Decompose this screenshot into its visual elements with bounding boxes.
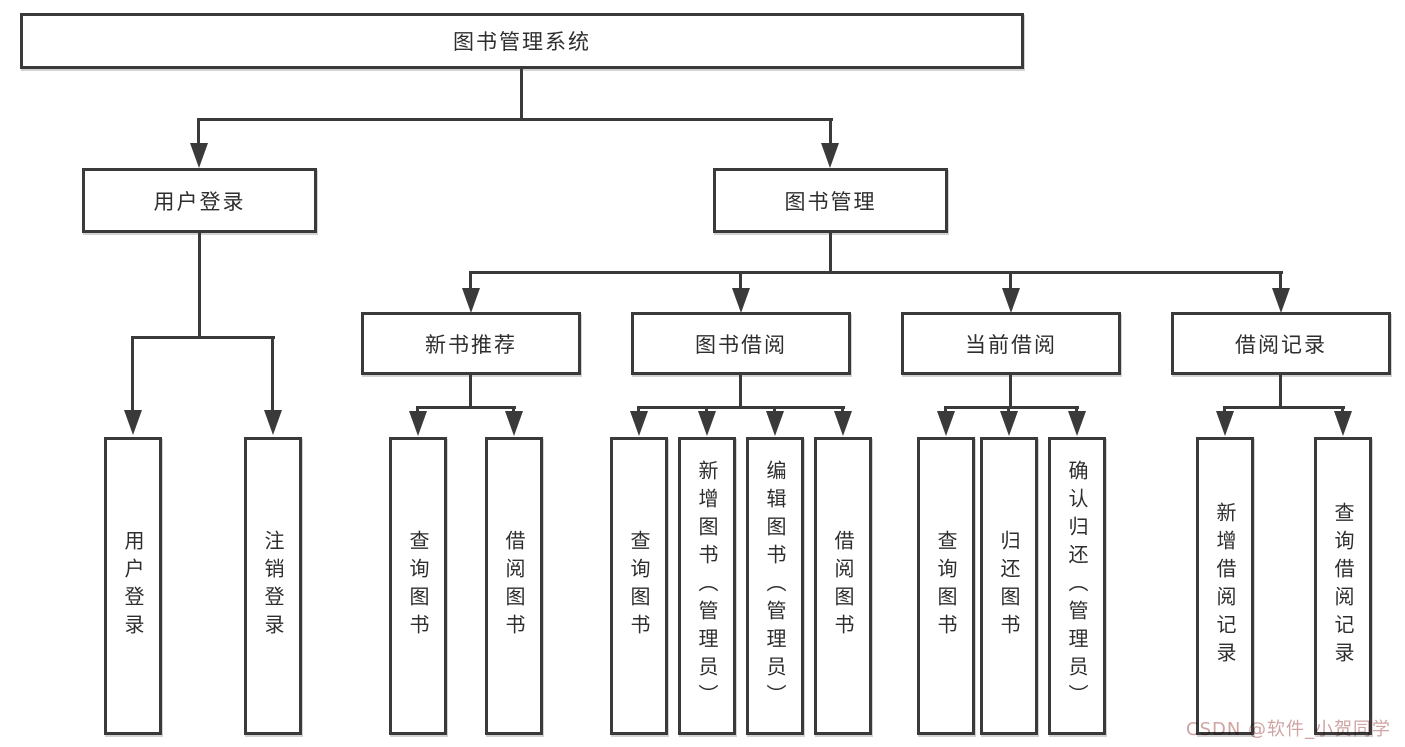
leaf-newbook-borrow-books: 借阅图书 [485,437,543,735]
down-arrow-icon [732,288,750,313]
node-new-book-recommendation: 新书推荐 [361,312,581,375]
connector-group-stem [1279,375,1282,409]
connector-root-stem [520,69,523,121]
node-borrowing-records: 借阅记录 [1171,312,1391,375]
node-label: 图书借阅 [695,332,787,357]
connector-group-bar [944,406,1079,409]
down-arrow-icon [505,411,523,436]
node-label: 用户登录 [153,189,246,214]
down-arrow-icon [1334,411,1352,436]
down-arrow-icon [834,411,852,436]
down-arrow-icon [821,143,839,168]
leaf-logout: 注销登录 [244,437,302,735]
leaf-label: 编辑图书（管理员） [763,460,787,712]
down-arrow-icon [1002,288,1020,313]
connector-level3-bar [469,271,1283,274]
connector-group-drop [739,271,742,289]
connector-group-bar [637,406,845,409]
down-arrow-icon [766,411,784,436]
leaf-current-return-books: 归还图书 [980,437,1038,735]
connector-leaf-drop [131,336,134,412]
down-arrow-icon [1272,288,1290,313]
down-arrow-icon [409,411,427,436]
connector-level2-bar [197,118,833,121]
leaf-label: 归还图书 [997,530,1021,642]
connector-leaf-drop [416,406,419,414]
connector-group-bar [416,406,516,409]
connector-leaf-drop [1007,406,1010,414]
leaf-current-query-books: 查询图书 [917,437,975,735]
connector-user-login-bar [131,336,275,339]
connector-user-login-drop [197,118,200,145]
leaf-label: 查询图书 [934,530,958,642]
down-arrow-icon [1216,411,1234,436]
connector-book-management-stem [829,233,832,274]
node-book-borrowing: 图书借阅 [631,312,851,375]
leaf-label: 查询借阅记录 [1331,502,1355,670]
leaf-label: 用户登录 [121,530,145,642]
connector-group-stem [739,375,742,409]
leaf-records-add-record: 新增借阅记录 [1196,437,1254,735]
connector-leaf-drop [773,406,776,414]
connector-leaf-drop [1223,406,1226,414]
leaf-label: 注销登录 [261,530,285,642]
leaf-label: 借阅图书 [502,530,526,642]
leaf-borrow-query-books: 查询图书 [610,437,668,735]
leaf-label: 查询图书 [627,530,651,642]
down-arrow-icon [937,411,955,436]
down-arrow-icon [630,411,648,436]
down-arrow-icon [1000,411,1018,436]
connector-group-drop [1279,271,1282,289]
down-arrow-icon [1068,411,1086,436]
csdn-watermark: CSDN @软件_小贺同学 [1186,719,1392,740]
connector-user-login-stem [198,233,201,339]
connector-leaf-drop [1075,406,1078,414]
leaf-label: 查询图书 [406,530,430,642]
connector-group-drop [469,271,472,289]
down-arrow-icon [264,410,282,435]
leaf-records-query-record: 查询借阅记录 [1314,437,1372,735]
node-label: 借阅记录 [1235,332,1327,357]
node-book-management: 图书管理 [713,168,948,233]
down-arrow-icon [190,143,208,168]
down-arrow-icon [124,410,142,435]
connector-book-management-drop [829,118,832,145]
connector-group-bar [1223,406,1345,409]
leaf-label: 借阅图书 [831,530,855,642]
leaf-newbook-query-books: 查询图书 [389,437,447,735]
connector-leaf-drop [637,406,640,414]
connector-leaf-drop [1341,406,1344,414]
node-current-borrowing: 当前借阅 [901,312,1121,375]
down-arrow-icon [698,411,716,436]
down-arrow-icon [462,288,480,313]
leaf-borrow-edit-books-admin: 编辑图书（管理员） [746,437,804,735]
leaf-current-confirm-return-admin: 确认归还（管理员） [1048,437,1106,735]
leaf-label: 新增借阅记录 [1213,502,1237,670]
connector-leaf-drop [271,336,274,412]
node-label: 图书管理 [784,189,877,214]
leaf-user-login: 用户登录 [104,437,162,735]
connector-group-stem [469,375,472,409]
leaf-borrow-borrow-books: 借阅图书 [814,437,872,735]
leaf-borrow-add-books-admin: 新增图书（管理员） [678,437,736,735]
connector-leaf-drop [705,406,708,414]
node-label: 图书管理系统 [453,30,591,54]
connector-group-stem [1009,375,1012,409]
leaf-label: 确认归还（管理员） [1065,460,1089,712]
node-library-management-system: 图书管理系统 [20,13,1024,69]
leaf-label: 新增图书（管理员） [695,460,719,712]
node-label: 新书推荐 [425,332,517,357]
node-label: 当前借阅 [965,332,1057,357]
connector-leaf-drop [944,406,947,414]
connector-group-drop [1009,271,1012,289]
connector-leaf-drop [841,406,844,414]
connector-leaf-drop [512,406,515,414]
node-user-login: 用户登录 [82,168,317,233]
